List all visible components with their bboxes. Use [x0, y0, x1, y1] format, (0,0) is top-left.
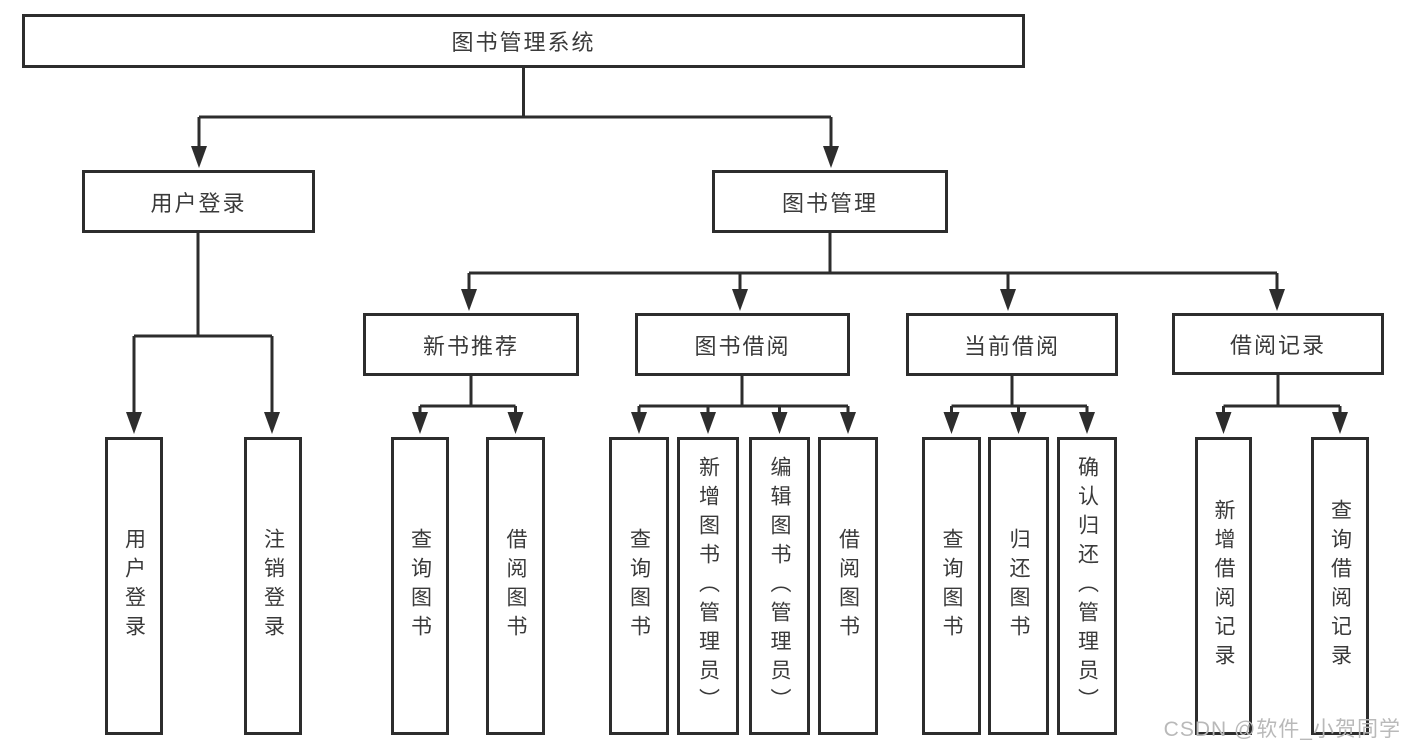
arrowhead: [823, 146, 839, 168]
connector-user-login: [132, 233, 274, 414]
arrowhead: [1000, 289, 1016, 311]
arrowhead: [191, 146, 207, 168]
node-label: 图书借阅: [694, 333, 791, 359]
leaf-bb-borrow-books: 借阅图书: [818, 437, 878, 735]
node-label: 确认归还（管理员）: [1075, 455, 1099, 717]
arrowhead: [264, 412, 280, 434]
node-label: 借阅记录: [1229, 333, 1326, 358]
node-label: 借阅图书: [504, 528, 527, 644]
connector-book-mgmt: [467, 233, 1279, 290]
arrowhead: [461, 289, 477, 311]
arrowhead: [771, 412, 788, 434]
leaf-user-login: 用户登录: [105, 437, 163, 735]
arrowhead: [1010, 412, 1027, 434]
arrowhead: [631, 412, 647, 434]
leaf-cb-query-books: 查询图书: [922, 437, 981, 735]
node-book-management: 图书管理: [712, 170, 948, 233]
leaf-bb-query-books: 查询图书: [609, 437, 669, 735]
leaf-cb-confirm-return-admin: 确认归还（管理员）: [1057, 437, 1117, 735]
node-user-login: 用户登录: [82, 170, 315, 233]
leaf-br-query-record: 查询借阅记录: [1311, 437, 1369, 735]
node-label: 编辑图书（管理员）: [768, 455, 791, 717]
leaf-logout: 注销登录: [244, 437, 302, 735]
arrowhead: [412, 412, 428, 434]
connector-borrow-records: [1222, 375, 1342, 414]
node-borrow-records: 借阅记录: [1172, 313, 1384, 375]
arrowhead: [700, 412, 716, 434]
watermark: CSDN @软件_小贺同学: [1163, 718, 1401, 741]
arrowhead: [1269, 289, 1285, 311]
connector-book-borrow: [637, 376, 850, 414]
node-book-borrow: 图书借阅: [635, 313, 850, 376]
leaf-nb-query-books: 查询图书: [391, 437, 449, 735]
connector-new-books: [418, 376, 517, 414]
node-label: 图书管理: [781, 190, 878, 216]
node-label: 新增图书（管理员）: [696, 455, 720, 717]
arrowhead: [1079, 412, 1095, 434]
node-label: 图书管理系统: [451, 30, 596, 55]
node-label: 查询图书: [408, 528, 432, 644]
arrowhead: [943, 412, 960, 434]
node-label: 查询借阅记录: [1328, 499, 1352, 673]
node-label: 当前借阅: [963, 333, 1060, 359]
node-label: 归还图书: [1007, 528, 1030, 644]
connector-current-borrow: [950, 376, 1089, 414]
connector-root: [197, 68, 833, 148]
arrowhead: [1332, 412, 1348, 434]
arrowhead: [1215, 412, 1232, 434]
node-root: 图书管理系统: [22, 14, 1025, 68]
node-label: 查询图书: [940, 528, 963, 644]
node-label: 用户登录: [150, 190, 247, 216]
leaf-cb-return-books: 归还图书: [988, 437, 1049, 735]
node-label: 新增借阅记录: [1212, 499, 1235, 673]
arrowhead: [126, 412, 142, 434]
arrowhead: [840, 412, 856, 434]
node-label: 注销登录: [261, 528, 285, 644]
arrowhead: [507, 412, 524, 434]
node-label: 新书推荐: [422, 333, 519, 359]
leaf-bb-add-books-admin: 新增图书（管理员）: [677, 437, 739, 735]
node-label: 借阅图书: [836, 528, 860, 644]
node-current-borrow: 当前借阅: [906, 313, 1118, 376]
leaf-br-add-record: 新增借阅记录: [1195, 437, 1252, 735]
leaf-nb-borrow-books: 借阅图书: [486, 437, 545, 735]
node-new-book-recommend: 新书推荐: [363, 313, 579, 376]
node-label: 用户登录: [122, 528, 146, 644]
leaf-bb-edit-books-admin: 编辑图书（管理员）: [749, 437, 810, 735]
arrowhead: [732, 289, 748, 311]
node-label: 查询图书: [627, 528, 651, 644]
